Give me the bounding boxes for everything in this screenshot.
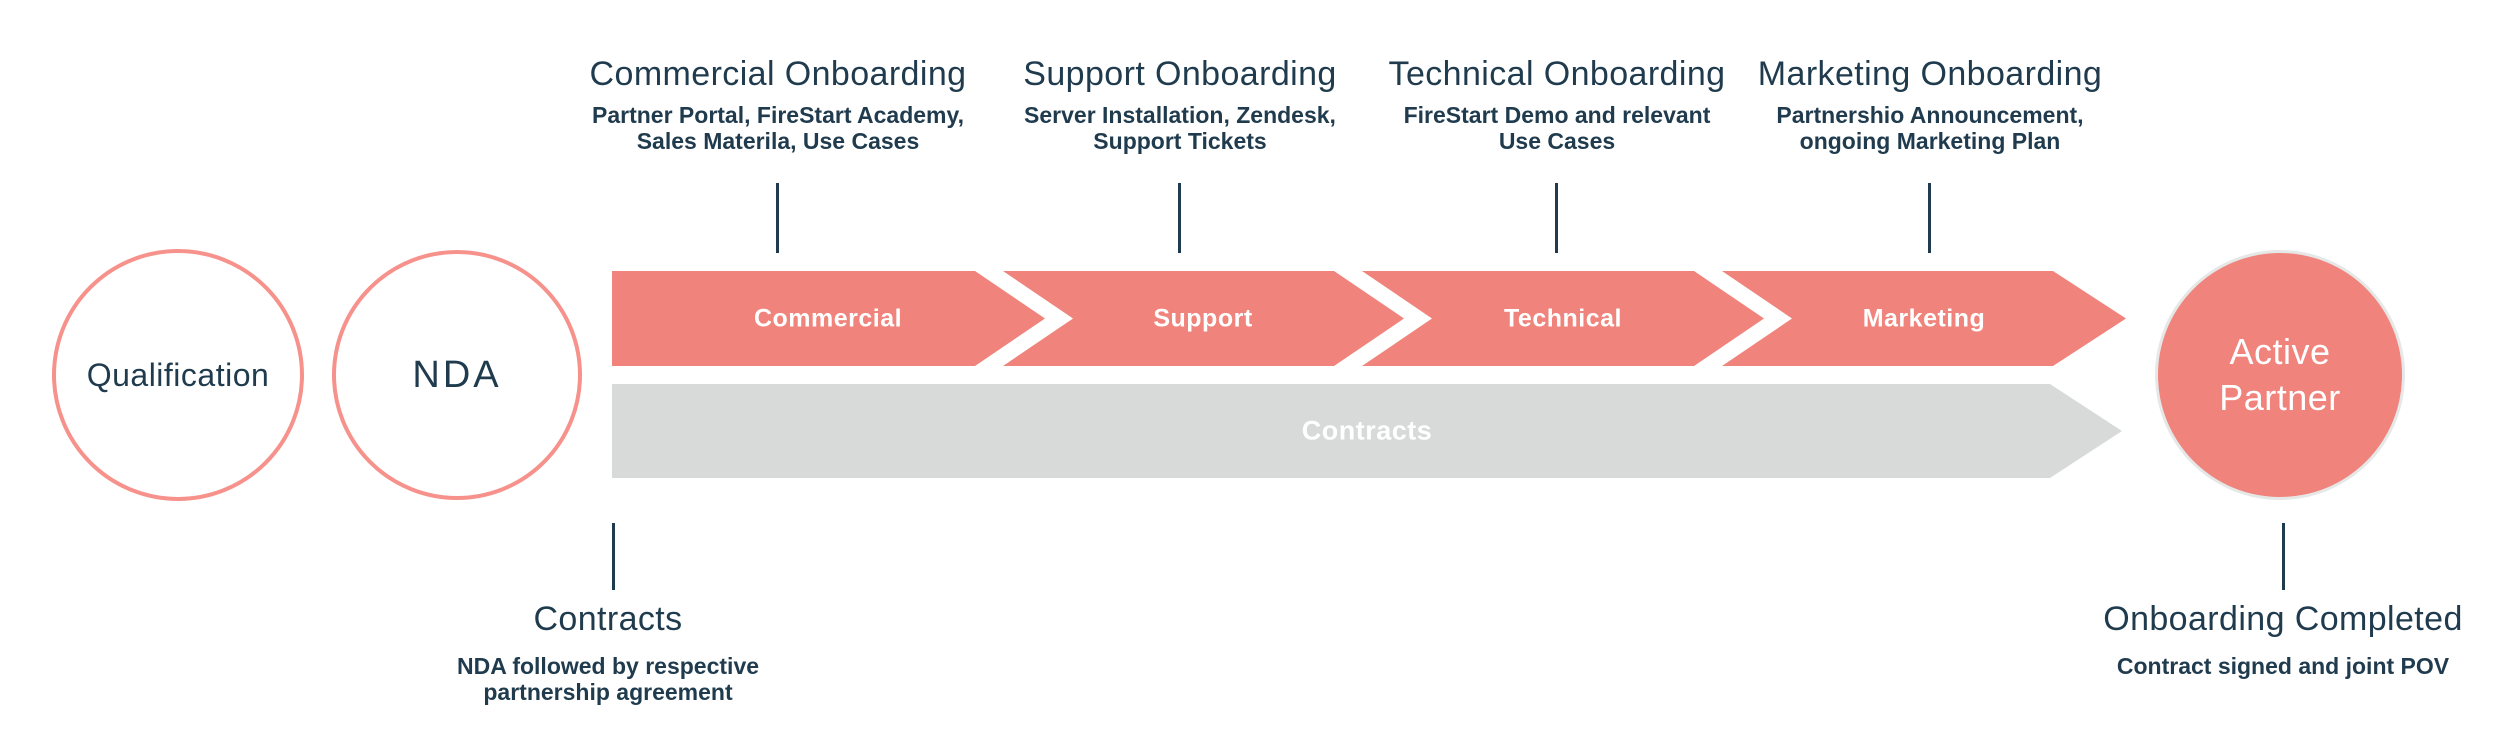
stage-arrow-marketing xyxy=(1722,271,2126,366)
annotation-subtitle: FireStart Demo and relevant Use Cases xyxy=(1403,102,1711,154)
stage-label-support: Support xyxy=(1153,304,1253,333)
annotation-title: Contracts xyxy=(533,600,683,638)
stage-arrow-technical xyxy=(1362,271,1764,366)
contracts-bar-label: Contracts xyxy=(1301,415,1433,446)
annotation-subtitle: Partnershio Announcement, ongoing Market… xyxy=(1776,102,2084,154)
connector-line-onboarding-completed xyxy=(2282,523,2285,590)
connector-line-support xyxy=(1178,183,1181,253)
contracts-bar-arrow xyxy=(612,384,2122,478)
annotation-subtitle: Partner Portal, FireStart Academy, Sales… xyxy=(592,102,964,154)
annotation-technical-onboarding: Technical Onboarding FireStart Demo and … xyxy=(1389,55,1726,154)
stage-arrow-support xyxy=(1003,271,1404,366)
connector-line-technical xyxy=(1555,183,1558,253)
active-partner-node: Active Partner xyxy=(2158,253,2402,497)
annotation-title: Technical Onboarding xyxy=(1388,55,1726,93)
connector-line-commercial xyxy=(776,183,779,253)
annotation-title: Onboarding Completed xyxy=(2103,600,2463,638)
annotation-title: Support Onboarding xyxy=(1023,55,1337,93)
active-partner-node-label: Active Partner xyxy=(2219,331,2341,418)
stage-label-technical: Technical xyxy=(1504,304,1622,333)
annotation-marketing-onboarding: Marketing Onboarding Partnershio Announc… xyxy=(1758,55,2102,154)
annotation-subtitle: Contract signed and joint POV xyxy=(2116,653,2450,679)
qualification-node: Qualification xyxy=(52,249,304,501)
annotation-subtitle: Server Installation, Zendesk, Support Ti… xyxy=(1024,102,1336,154)
stage-label-marketing: Marketing xyxy=(1862,304,1986,333)
connector-line-marketing xyxy=(1928,183,1931,253)
connector-line-contracts xyxy=(612,523,615,590)
annotation-support-onboarding: Support Onboarding Server Installation, … xyxy=(1023,55,1336,154)
annotation-title: Marketing Onboarding xyxy=(1757,55,2103,93)
nda-node: NDA xyxy=(332,250,582,500)
annotation-onboarding-completed: Onboarding Completed Contract signed and… xyxy=(2103,600,2463,679)
stage-arrow-commercial xyxy=(612,271,1045,366)
annotation-contracts: Contracts NDA followed by respective par… xyxy=(457,600,759,705)
annotation-commercial-onboarding: Commercial Onboarding Partner Portal, Fi… xyxy=(590,55,967,154)
qualification-node-label: Qualification xyxy=(86,356,270,393)
nda-node-label: NDA xyxy=(412,353,502,396)
annotation-subtitle: NDA followed by respective partnership a… xyxy=(456,653,760,705)
stage-label-commercial: Commercial xyxy=(753,304,903,333)
annotation-title: Commercial Onboarding xyxy=(589,55,967,93)
